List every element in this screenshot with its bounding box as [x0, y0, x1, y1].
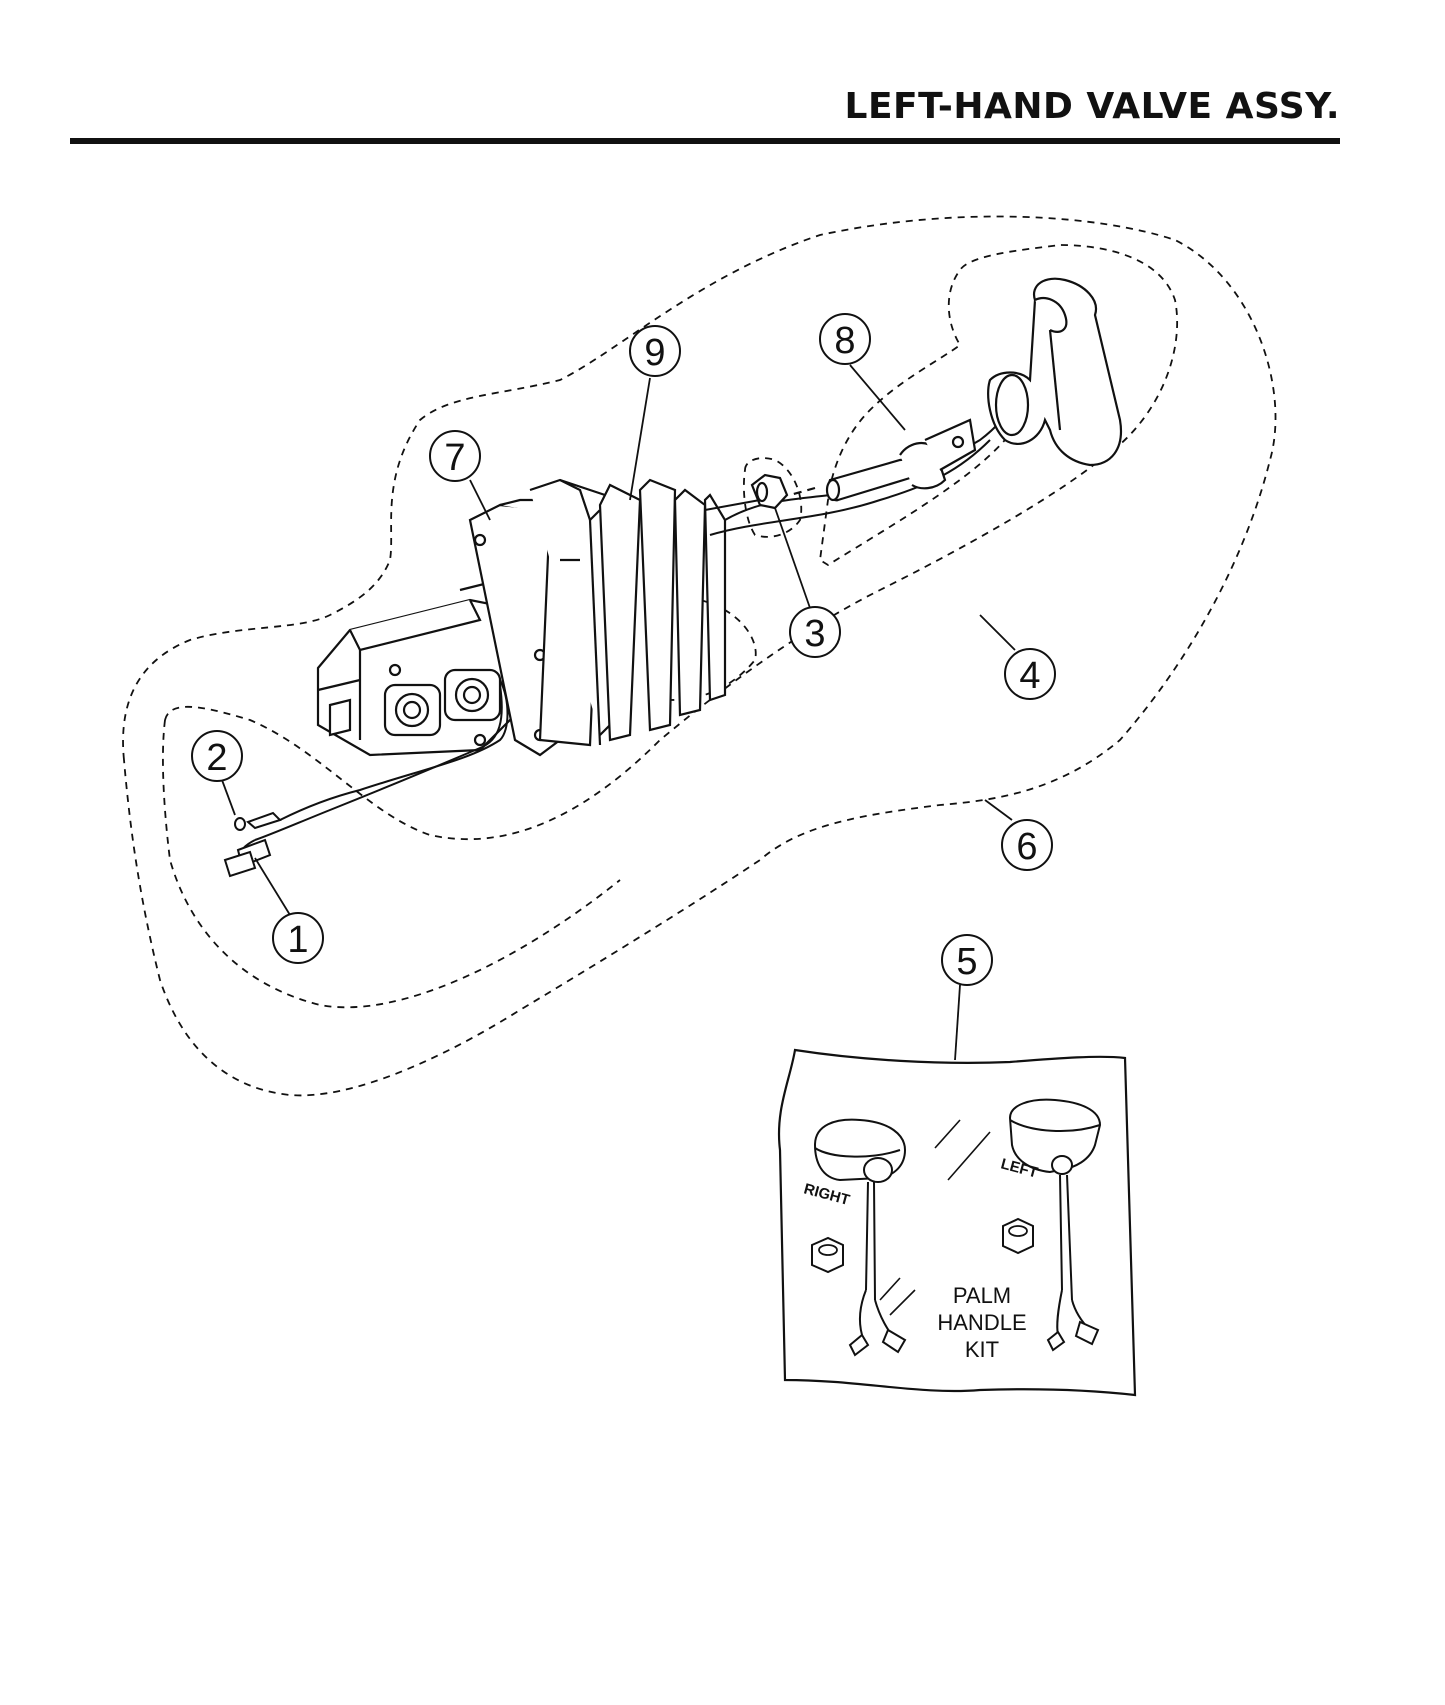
kit-name-line-1: PALM: [953, 1283, 1011, 1308]
palm-handle-kit: RIGHT LEFT PALM HANDLE KIT: [777, 1048, 1137, 1397]
callout-3: 3: [789, 606, 841, 658]
kit-name-line-3: KIT: [965, 1337, 999, 1362]
svg-text:8: 8: [834, 320, 855, 362]
bellows-boot: [529, 478, 727, 747]
handle-shaft: [789, 418, 977, 502]
svg-text:6: 6: [1016, 826, 1037, 868]
callout-7: 7: [429, 430, 481, 482]
callout-1: 1: [272, 912, 324, 964]
svg-text:5: 5: [956, 941, 977, 983]
svg-text:7: 7: [444, 437, 465, 479]
svg-text:3: 3: [804, 613, 825, 655]
bag-glare: [879, 1119, 991, 1316]
electrical-leads: [223, 679, 509, 878]
callout-5: 5: [941, 934, 993, 986]
hex-nut: [750, 473, 789, 510]
svg-text:9: 9: [644, 332, 665, 374]
joystick-grip: [987, 277, 1123, 467]
callout-6: 6: [1001, 819, 1053, 871]
right-palm-handle: [813, 1118, 907, 1357]
callout-4: 4: [1004, 648, 1056, 700]
svg-text:1: 1: [287, 919, 308, 961]
title-rule: [70, 138, 1340, 144]
callout-2: 2: [191, 730, 243, 782]
kit-bag: [777, 1048, 1137, 1397]
callout-9: 9: [629, 325, 681, 377]
svg-text:4: 4: [1019, 655, 1040, 697]
leader-lines: [221, 364, 1016, 1061]
callout-8: 8: [819, 313, 871, 365]
group-outline-4: [162, 244, 1179, 1009]
left-palm-handle: [1008, 1098, 1102, 1352]
page-title: LEFT-HAND VALVE ASSY.: [844, 86, 1340, 127]
group-outline-3: [742, 457, 803, 538]
svg-text:2: 2: [206, 737, 227, 779]
kit-name-line-2: HANDLE: [937, 1310, 1026, 1335]
